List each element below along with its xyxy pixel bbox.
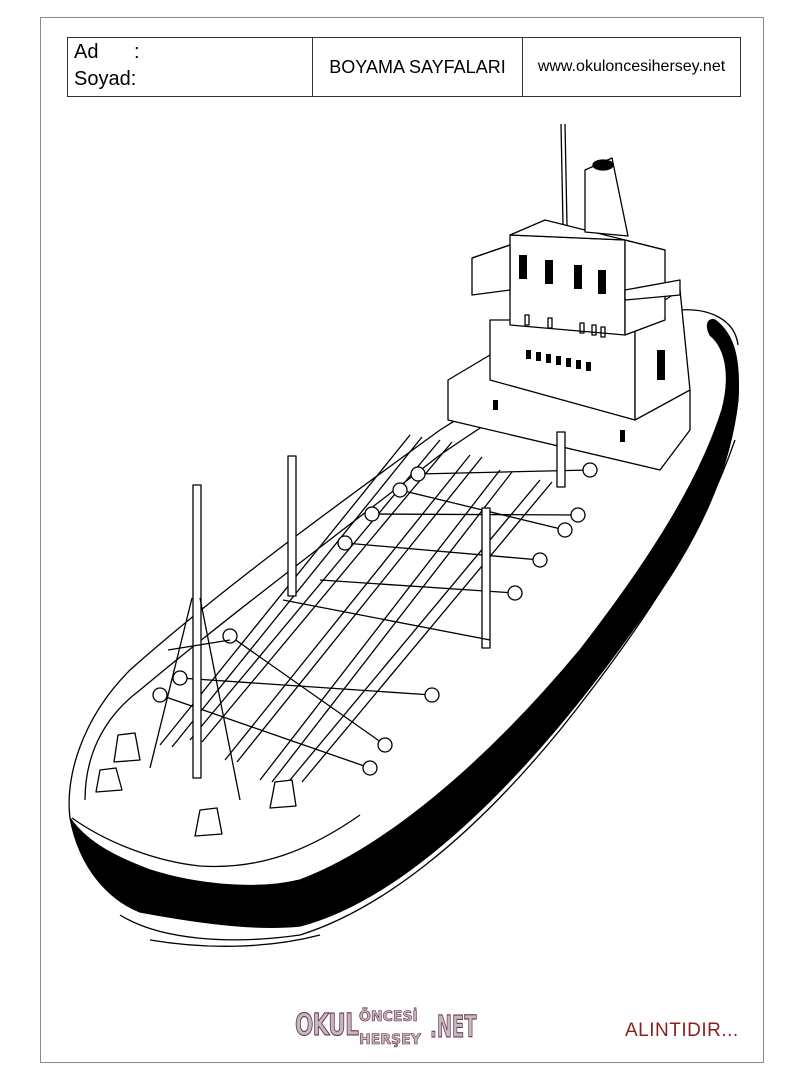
name-colon: : xyxy=(134,41,140,63)
deck-pipes xyxy=(159,434,553,783)
bow-curve xyxy=(71,814,361,868)
website-url: www.okuloncesihersey.net xyxy=(537,58,726,75)
name-label: Ad xyxy=(74,41,99,63)
bridge-windows xyxy=(493,255,665,442)
page-frame xyxy=(40,17,764,1063)
name-cell: Ad : Soyad: xyxy=(68,38,313,96)
surname-label: Soyad: xyxy=(74,68,137,90)
logo-hersey: HERŞEY xyxy=(359,1032,421,1049)
header-table: Ad : Soyad: BOYAMA SAYFALARI www.okulonc… xyxy=(67,37,741,97)
mast-rigging xyxy=(149,597,491,801)
logo-okul: OKUL xyxy=(295,1008,360,1044)
page-title: BOYAMA SAYFALARI xyxy=(313,38,523,96)
site-logo: OKUL ÖNCESİ HERŞEY .NET xyxy=(295,1008,480,1052)
hull-lower-line xyxy=(119,439,736,941)
superstructure xyxy=(447,123,691,471)
deck-doors xyxy=(524,314,606,338)
logo-oncesi: ÖNCESİ xyxy=(359,1009,418,1026)
logo-net: .NET xyxy=(430,1010,477,1046)
masts xyxy=(192,431,566,779)
bow-vents xyxy=(95,732,297,837)
hull-bottom-line xyxy=(149,934,321,947)
source-note: ALINTIDIR... xyxy=(625,1020,739,1041)
hull-stripe xyxy=(69,319,740,928)
